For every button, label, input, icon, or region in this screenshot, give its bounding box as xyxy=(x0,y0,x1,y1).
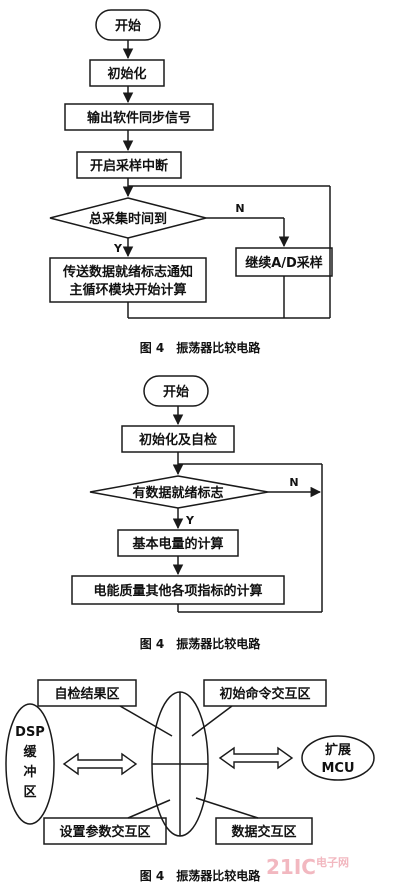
param-label: 设置参数交互区 xyxy=(59,824,150,840)
fc1-start-label: 开始 xyxy=(115,18,141,34)
ext-mcu-label-1: 扩展 xyxy=(325,742,352,758)
watermark-brand: 21IC xyxy=(266,855,316,879)
fc2-no-label: N xyxy=(289,476,298,489)
fc2-start-label: 开始 xyxy=(163,384,189,400)
fc1-yes-label: Y xyxy=(113,242,123,255)
dsp-buffer-ellipse xyxy=(5,703,55,825)
data-box xyxy=(215,817,313,845)
dsp-transfer-arrow xyxy=(62,752,138,776)
fc1-no-label: N xyxy=(235,202,244,215)
ext-mcu-ellipse xyxy=(301,735,375,781)
fc2-start-terminal xyxy=(143,375,209,407)
fc2-quality-calc-label: 电能质量其他各项指标的计算 xyxy=(93,583,262,599)
data-area-label: 数据交互区 xyxy=(231,824,296,840)
fc1-continue-ad-label: 继续A/D采样 xyxy=(245,255,323,271)
fc2-caption: 图 4 振荡器比较电路 xyxy=(140,636,262,651)
fc1-sync-box xyxy=(64,103,214,131)
fc1-notify-label-2: 主循环模块开始计算 xyxy=(69,282,186,298)
mcu-transfer-arrow xyxy=(218,746,294,770)
fc2-yes-label: Y xyxy=(185,514,195,527)
fc2-decision-label: 有数据就绪标志 xyxy=(132,485,223,501)
d3-caption: 图 4 振荡器比较电路 xyxy=(140,868,262,883)
fc1-interrupt-label: 开启采样中断 xyxy=(90,158,168,174)
self-check-box xyxy=(37,679,137,707)
init-cmd-box xyxy=(203,679,327,707)
ext-mcu-label-2: MCU xyxy=(321,761,354,776)
fc1-init-label: 初始化 xyxy=(107,66,146,82)
init-cmd-label: 初始命令交互区 xyxy=(219,686,310,702)
dsp-label-2: 缓 xyxy=(23,744,37,760)
self-check-label: 自检结果区 xyxy=(54,686,119,702)
fc1-interrupt-box xyxy=(76,151,182,179)
fc1-init-box xyxy=(89,59,165,87)
fc2-init-check-label: 初始化及自检 xyxy=(139,432,217,448)
dsp-label-3: 冲 xyxy=(23,764,36,780)
fc2-basic-calc-label: 基本电量的计算 xyxy=(131,536,223,552)
fc1-decision-label: 总采集时间到 xyxy=(89,211,167,227)
param-box xyxy=(43,817,167,845)
watermark-site: 电子网 xyxy=(316,855,349,869)
fc1-sync-label: 输出软件同步信号 xyxy=(87,110,191,126)
dsp-label-4: 区 xyxy=(23,785,36,800)
fc1-notify-label-1: 传送数据就绪标志通知 xyxy=(62,264,193,280)
dsp-label-1: DSP xyxy=(15,725,45,740)
fc1-caption: 图 4 振荡器比较电路 xyxy=(140,340,262,355)
